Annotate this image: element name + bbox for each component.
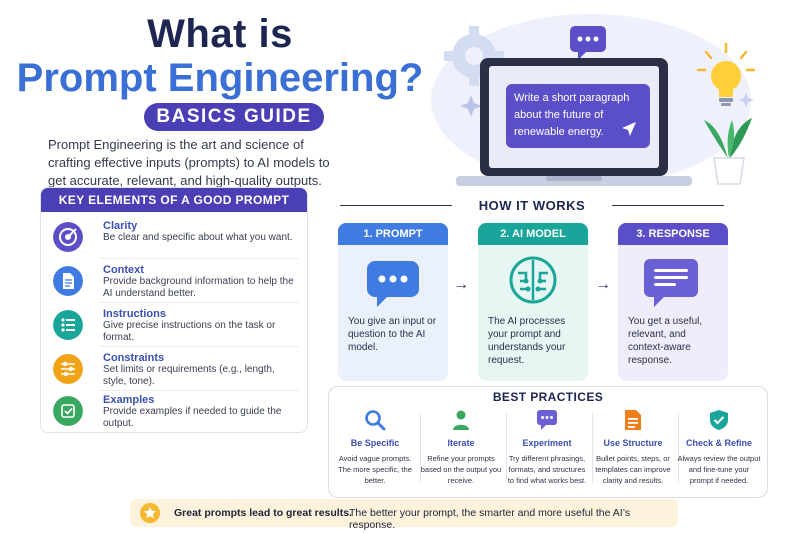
plant-icon (704, 118, 752, 185)
list-document-icon (625, 410, 641, 430)
key-element-title: Constraints (103, 352, 165, 364)
step-label: 2. AI MODEL (478, 223, 588, 245)
step-text: The AI processes your prompt and underst… (488, 316, 566, 366)
key-element-title: Context (103, 264, 144, 276)
key-element-desc: Provide background information to help t… (103, 276, 294, 299)
footer-highlight: Great prompts lead to great results. (174, 507, 352, 519)
arrow-icon: → (595, 276, 611, 293)
practice-desc: Always review the output and fine-tune y… (677, 454, 761, 485)
star-icon (140, 503, 160, 523)
sparkle-icon (738, 92, 754, 108)
practice-name: Experiment (522, 438, 572, 448)
sliders-icon (53, 354, 83, 384)
key-elements-panel: KEY ELEMENTS OF A GOOD PROMPT Clarity Be… (40, 187, 308, 433)
step-prompt: 1. PROMPT You give an input or question … (338, 223, 448, 381)
target-icon (53, 222, 83, 252)
key-element-desc: Be clear and specific about what you wan… (103, 232, 293, 243)
chat-bubble-icon (570, 26, 606, 60)
key-element-desc: Give precise instructions on the task or… (103, 320, 276, 343)
lightbulb-icon (696, 42, 756, 106)
response-icon (644, 259, 698, 307)
page-title-line2: Prompt Engineering? (16, 56, 424, 100)
step-response: 3. RESPONSE You get a useful, relevant, … (618, 223, 728, 381)
practice-name: Check & Refine (685, 438, 753, 448)
key-element-examples: Examples Provide examples if needed to g… (41, 388, 307, 432)
practice-check-refine: Check & Refine Always review the output … (677, 407, 761, 493)
practice-use-structure: Use Structure Bullet points, steps, or t… (591, 407, 675, 493)
practice-name: Iterate (447, 438, 475, 448)
key-element-constraints: Constraints Set limits or requirements (… (41, 346, 307, 390)
practice-desc: Bullet points, steps, or templates can i… (595, 454, 671, 485)
practice-iterate: Iterate Refine your prompts based on the… (419, 407, 503, 493)
step-text: You get a useful, relevant, and context-… (628, 316, 703, 366)
key-element-title: Instructions (103, 308, 166, 320)
key-element-instructions: Instructions Give precise instructions o… (41, 302, 307, 346)
divider (99, 390, 299, 391)
footer-banner: Great prompts lead to great results. The… (130, 499, 678, 531)
key-element-desc: Provide examples if needed to guide the … (103, 406, 282, 429)
magnifier-icon (365, 410, 386, 431)
step-label: 3. RESPONSE (618, 223, 728, 245)
person-icon (453, 410, 469, 430)
divider (506, 413, 507, 483)
chat-icon (537, 410, 557, 430)
divider (99, 346, 299, 347)
example-icon (53, 396, 83, 426)
shield-check-icon (710, 410, 728, 430)
best-practices-title: BEST PRACTICES (492, 390, 604, 404)
key-elements-header: KEY ELEMENTS OF A GOOD PROMPT (41, 188, 307, 212)
laptop-icon (456, 58, 692, 186)
best-practices-panel: BEST PRACTICES Be Specific Avoid vague p… (328, 386, 768, 498)
key-element-desc: Set limits or requirements (e.g., length… (103, 364, 275, 387)
divider (612, 205, 724, 206)
step-text: You give an input or question to the AI … (348, 316, 437, 353)
divider (340, 205, 452, 206)
chat-bubble-icon (367, 261, 419, 307)
page-title-line1: What is (147, 12, 293, 56)
key-element-clarity: Clarity Be clear and specific about what… (41, 214, 307, 258)
practice-experiment: Experiment Try different phrasings, form… (505, 407, 589, 493)
divider (99, 258, 299, 259)
footer-text: The better your prompt, the smarter and … (349, 507, 631, 531)
key-element-title: Examples (103, 394, 155, 406)
practice-desc: Try different phrasings, formats, and st… (507, 454, 587, 485)
intro-text: Prompt Engineering is the art and scienc… (48, 137, 330, 188)
sparkle-icon (460, 95, 482, 117)
practice-desc: Refine your prompts based on the output … (420, 454, 502, 485)
divider (99, 302, 299, 303)
hero-illustration (431, 14, 756, 186)
step-label: 1. PROMPT (338, 223, 448, 245)
step-ai-model: 2. AI MODEL The AI processes your prompt… (478, 223, 588, 381)
practice-name: Be Specific (350, 438, 400, 448)
practice-desc: Avoid vague prompts. The more specific, … (338, 454, 412, 485)
divider (420, 413, 421, 483)
key-element-context: Context Provide background information t… (41, 258, 307, 302)
key-element-title: Clarity (103, 220, 138, 232)
arrow-icon: → (453, 276, 469, 293)
brain-icon (509, 256, 557, 304)
divider (592, 413, 593, 483)
checklist-icon (53, 310, 83, 340)
practice-be-specific: Be Specific Avoid vague prompts. The mor… (333, 407, 417, 493)
laptop-prompt-text: Write a short paragraph about the future… (514, 92, 630, 138)
document-icon (53, 266, 83, 296)
basics-guide-badge: BASICS GUIDE (144, 103, 324, 131)
divider (678, 413, 679, 483)
how-it-works-title: HOW IT WORKS (478, 198, 586, 213)
practice-name: Use Structure (603, 438, 663, 448)
